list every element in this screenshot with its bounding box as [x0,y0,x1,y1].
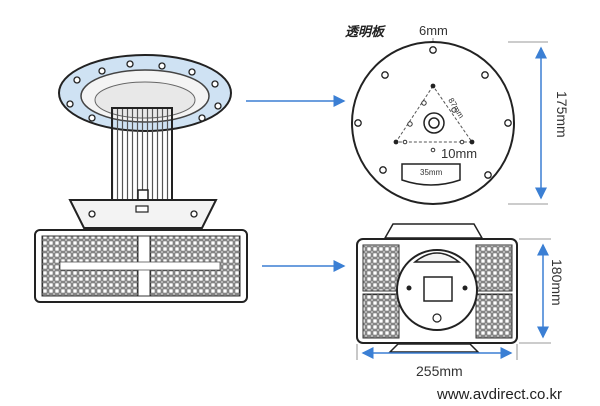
dim-label-10mm: 10mm [441,146,477,161]
dim-label-6mm: 6mm [419,23,448,38]
mounting-bracket [68,199,218,229]
lamp-side-view [34,54,248,303]
plate-holes [354,46,512,179]
light-head [34,229,248,303]
dim-label-180mm: 180mm [549,259,565,306]
heat-sink-column [111,107,173,203]
cable-slot: 35mm [401,163,461,186]
led-panel-grid [362,244,513,339]
transparent-plate-view: 透明板 6mm 87mm 10mm [345,23,570,205]
center-housing [396,249,478,331]
dim-line-255mm [356,344,518,360]
mounting-triangle [393,83,475,153]
dim-line-175mm [508,41,548,205]
dim-label-255mm: 255mm [416,363,463,379]
lamp-top-view: 180mm 255mm [356,223,565,379]
website-url: www.avdirect.co.kr [436,386,562,403]
panel-title: 透明板 [345,24,386,40]
dim-label-35mm: 35mm [420,168,443,177]
dim-line-180mm [519,238,551,344]
dim-label-175mm: 175mm [554,91,570,138]
